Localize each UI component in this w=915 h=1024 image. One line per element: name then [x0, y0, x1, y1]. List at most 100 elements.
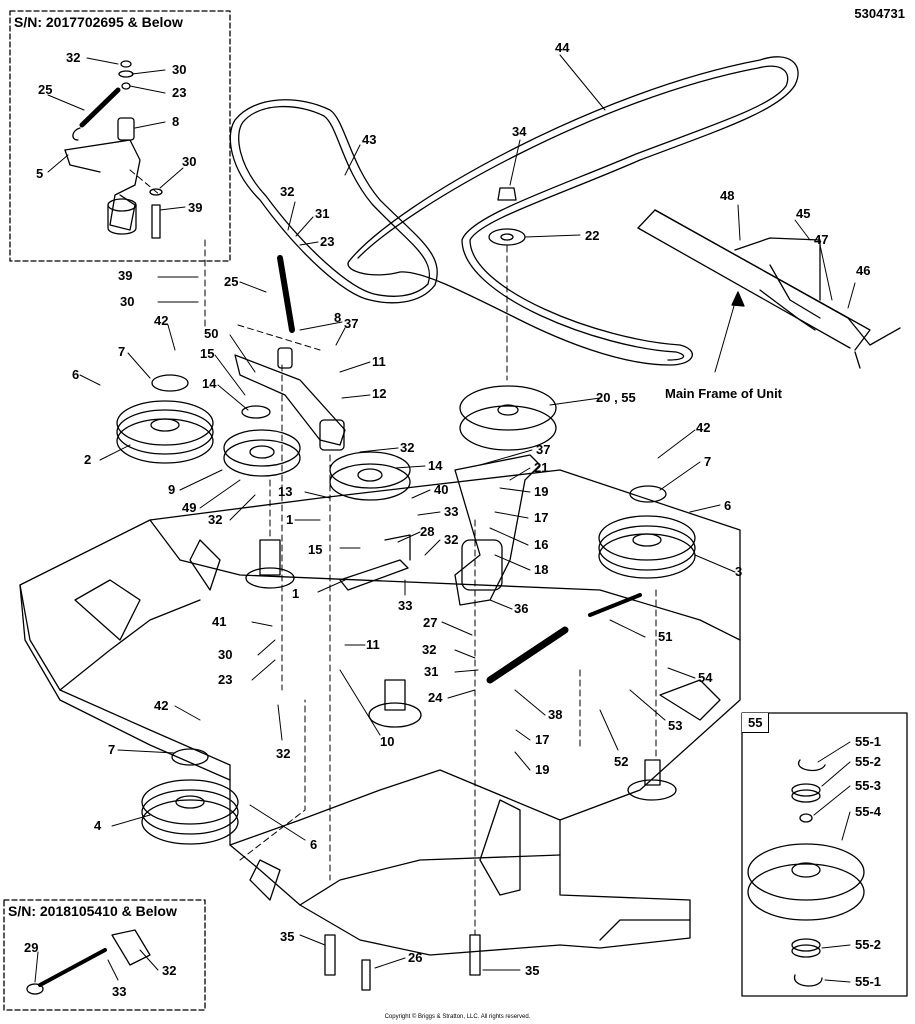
- callout-16: 16: [534, 537, 548, 552]
- callout-34: 34: [512, 124, 527, 139]
- callout-32: 32: [280, 184, 294, 199]
- callout-55-3: 55-3: [855, 778, 881, 793]
- callout-31: 31: [424, 664, 438, 679]
- callout-11: 11: [372, 354, 386, 369]
- callout-51: 51: [658, 629, 672, 644]
- callout-45: 45: [796, 206, 810, 221]
- callout-layer: 3230232585303944433422484547463231232539…: [24, 40, 882, 999]
- callout-42: 42: [696, 420, 710, 435]
- belt-43: [229, 99, 438, 304]
- callout-32: 32: [400, 440, 414, 455]
- callout-32: 32: [208, 512, 222, 527]
- callout-41: 41: [212, 614, 226, 629]
- callout-6: 6: [72, 367, 79, 382]
- callout-55-2: 55-2: [855, 937, 881, 952]
- callout-25: 25: [224, 274, 238, 289]
- callout-30: 30: [120, 294, 134, 309]
- spring-38: [486, 626, 569, 684]
- callout-14: 14: [202, 376, 217, 391]
- callout-28: 28: [420, 524, 434, 539]
- callout-39: 39: [188, 200, 202, 215]
- callout-52: 52: [614, 754, 628, 769]
- callout-29: 29: [24, 940, 38, 955]
- pulley-2: [116, 374, 214, 464]
- callout-44: 44: [555, 40, 570, 55]
- callout-9: 9: [168, 482, 175, 497]
- callout-8: 8: [172, 114, 179, 129]
- callout-18: 18: [534, 562, 548, 577]
- belt-44: [347, 56, 799, 366]
- callout-5: 5: [36, 166, 43, 181]
- callout-48: 48: [720, 188, 734, 203]
- callout-32: 32: [276, 746, 290, 761]
- callout-24: 24: [428, 690, 443, 705]
- callout-36: 36: [514, 601, 528, 616]
- callout-30: 30: [172, 62, 186, 77]
- callout-7: 7: [704, 454, 711, 469]
- callout-31: 31: [315, 206, 329, 221]
- pulley-20-55: [459, 385, 557, 451]
- callout-35: 35: [525, 963, 539, 978]
- callout-6: 6: [724, 498, 731, 513]
- pulley-9: [223, 405, 301, 477]
- inset-parts: [64, 60, 163, 239]
- callout-32: 32: [162, 963, 176, 978]
- callout-26: 26: [408, 950, 422, 965]
- callout-14: 14: [428, 458, 443, 473]
- callout-46: 46: [856, 263, 870, 278]
- callout-32: 32: [444, 532, 458, 547]
- callout-27: 27: [423, 615, 437, 630]
- callout-23: 23: [218, 672, 232, 687]
- callout-38: 38: [548, 707, 562, 722]
- idler-arm: [234, 255, 346, 451]
- callout-17: 17: [534, 510, 548, 525]
- callout-23: 23: [172, 85, 186, 100]
- copyright-notice: Copyright © Briggs & Stratton, LLC. All …: [384, 1014, 531, 1020]
- inset-box-top-left: [9, 10, 231, 262]
- callout-32: 32: [66, 50, 80, 65]
- callout-54: 54: [698, 670, 713, 685]
- callout-30: 30: [218, 647, 232, 662]
- kit-55-parts: [747, 759, 865, 987]
- callout-20-55: 20 , 55: [596, 390, 636, 405]
- pulley-3: [598, 485, 696, 579]
- callout-7: 7: [108, 742, 115, 757]
- callout-42: 42: [154, 313, 168, 328]
- callout-49: 49: [182, 500, 196, 515]
- callout-30: 30: [182, 154, 196, 169]
- callout-17: 17: [535, 732, 549, 747]
- callout-21: 21: [534, 460, 548, 475]
- callout-19: 19: [534, 484, 548, 499]
- callout-39: 39: [118, 268, 132, 283]
- main-frame-tube: [637, 209, 901, 369]
- rod-51: [588, 593, 642, 617]
- main-frame-label: Main Frame of Unit: [665, 386, 783, 401]
- callout-19: 19: [535, 762, 549, 777]
- callout-2: 2: [84, 452, 91, 467]
- callout-3: 3: [735, 564, 742, 579]
- callout-40: 40: [434, 482, 448, 497]
- pulley-4: [141, 748, 239, 845]
- callout-15: 15: [200, 346, 214, 361]
- kit-box-label: 55: [742, 713, 770, 733]
- document-id: 5304731: [854, 6, 905, 21]
- callout-50: 50: [204, 326, 218, 341]
- eyebolt-29: [26, 929, 151, 995]
- callout-15: 15: [308, 542, 322, 557]
- callout-25: 25: [38, 82, 52, 97]
- callout-42: 42: [154, 698, 168, 713]
- inset-box-bottom-left: [3, 899, 206, 1011]
- callout-32: 32: [422, 642, 436, 657]
- callout-4: 4: [94, 818, 102, 833]
- kit-box-55: [741, 712, 908, 997]
- inset-label-bottom-left: S/N: 2018105410 & Below: [8, 903, 177, 919]
- callout-33: 33: [444, 504, 458, 519]
- callout-55-4: 55-4: [855, 804, 882, 819]
- callout-6: 6: [310, 837, 317, 852]
- callout-13: 13: [278, 484, 292, 499]
- callout-33: 33: [112, 984, 126, 999]
- callout-1: 1: [292, 586, 299, 601]
- callout-55-2: 55-2: [855, 754, 881, 769]
